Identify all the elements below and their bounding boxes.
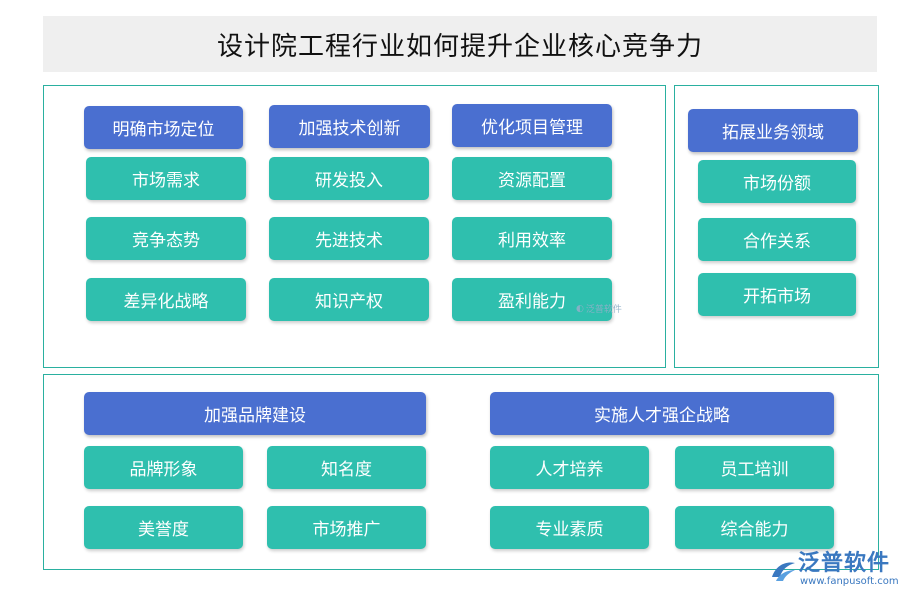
item-professional-quality: 专业素质	[490, 506, 649, 549]
title-bar: 设计院工程行业如何提升企业核心竞争力	[43, 16, 877, 72]
header-talent-strategy: 实施人才强企战略	[490, 392, 834, 435]
item-market-share: 市场份额	[698, 160, 856, 203]
item-marketing: 市场推广	[267, 506, 426, 549]
header-expand-business: 拓展业务领域	[688, 109, 858, 152]
item-talent-cultivation: 人才培养	[490, 446, 649, 489]
header-market-positioning: 明确市场定位	[84, 106, 243, 149]
watermark-small: ◐ 泛普软件	[576, 302, 622, 316]
logo-url: www.fanpusoft.com	[800, 576, 899, 587]
item-utilization: 利用效率	[452, 217, 612, 260]
fanpu-logo-icon	[772, 562, 795, 581]
item-awareness: 知名度	[267, 446, 426, 489]
watermark-small-text: 泛普软件	[585, 305, 622, 315]
item-resource-allocation: 资源配置	[452, 157, 612, 200]
item-overall-capability: 综合能力	[675, 506, 834, 549]
brand-logo: 泛普软件 www.fanpusoft.com	[768, 552, 899, 588]
header-project-management: 优化项目管理	[452, 104, 612, 147]
item-profitability: 盈利能力	[452, 278, 612, 321]
item-differentiation: 差异化战略	[86, 278, 246, 321]
item-brand-image: 品牌形象	[84, 446, 243, 489]
item-competition: 竞争态势	[86, 217, 246, 260]
watermark-icon: ◐	[576, 303, 584, 314]
logo-name: 泛普软件	[798, 551, 891, 576]
header-brand-building: 加强品牌建设	[84, 392, 426, 435]
item-new-markets: 开拓市场	[698, 273, 856, 316]
item-market-demand: 市场需求	[86, 157, 246, 200]
item-reputation: 美誉度	[84, 506, 243, 549]
item-staff-training: 员工培训	[675, 446, 834, 489]
item-ip: 知识产权	[269, 278, 429, 321]
page-title: 设计院工程行业如何提升企业核心竞争力	[216, 31, 703, 62]
item-advanced-tech: 先进技术	[269, 217, 429, 260]
header-tech-innovation: 加强技术创新	[269, 105, 430, 148]
item-cooperation: 合作关系	[698, 218, 856, 261]
item-rd-investment: 研发投入	[269, 157, 429, 200]
